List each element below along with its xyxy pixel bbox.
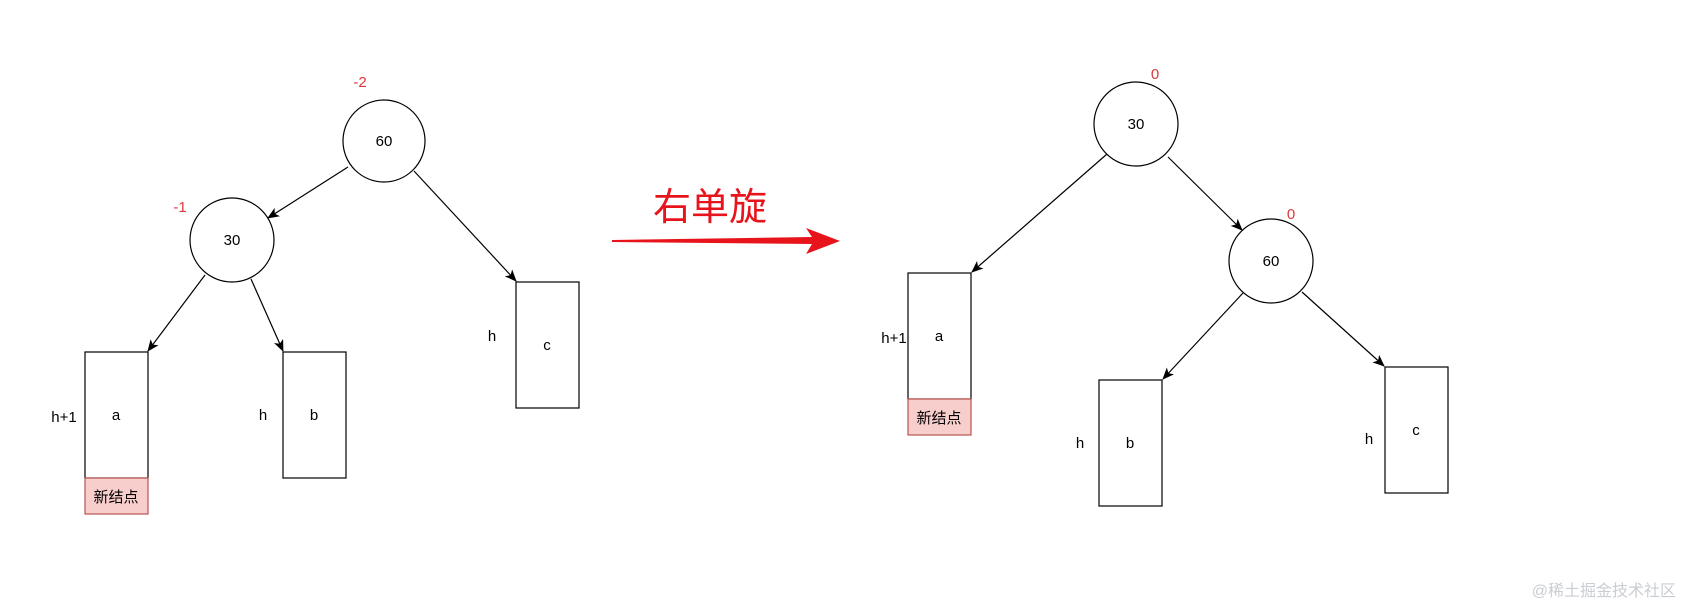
node-30-balance-factor: -1 [173, 199, 186, 216]
subtree-c-label: c [543, 337, 551, 354]
edge-60-to-c-after [1301, 291, 1385, 367]
subtree-b-after-label: b [1126, 435, 1134, 452]
edge-30-to-b [250, 278, 284, 352]
rotation-indicator: 右单旋 [612, 185, 840, 254]
subtree-a-height: h+1 [51, 409, 76, 426]
subtree-a-after-label: a [935, 328, 944, 345]
subtree-b-after-height: h [1076, 435, 1084, 452]
subtree-c-after [1384, 366, 1449, 494]
rotation-title: 右单旋 [653, 185, 767, 229]
subtree-b-height: h [259, 407, 267, 424]
node-30-after-balance-factor: 0 [1151, 66, 1159, 83]
edge-30-to-a [147, 274, 206, 352]
edge-60-to-b-after [1162, 292, 1244, 380]
edge-60-to-30 [267, 166, 349, 219]
node-60-balance-factor: -2 [353, 74, 366, 91]
edge-60-to-c [413, 170, 517, 282]
node-60-label: 60 [376, 133, 393, 150]
subtree-c-after-label: c [1412, 422, 1420, 439]
subtree-b-after [1098, 379, 1163, 507]
watermark: @稀土掘金技术社区 [1532, 582, 1676, 600]
red-arrow [612, 228, 840, 254]
edge-30-to-60-after [1167, 156, 1243, 231]
node-30 [189, 197, 275, 283]
subtree-a-label: a [112, 407, 121, 424]
new-node [84, 477, 149, 515]
new-node-label: 新结点 [93, 489, 138, 506]
node-60-after [1228, 218, 1314, 304]
before-tree: 60 -2 30 -1 a h+1 新结点 b h c h [51, 74, 580, 515]
subtree-c [515, 281, 580, 409]
node-30-label: 30 [224, 232, 241, 249]
edge-30-to-a-after [971, 153, 1108, 273]
subtree-b-label: b [310, 407, 318, 424]
subtree-a-after-height: h+1 [881, 330, 906, 347]
subtree-b [282, 351, 347, 479]
node-30-after-label: 30 [1128, 116, 1145, 133]
node-60-after-label: 60 [1263, 253, 1280, 270]
after-tree: 30 0 60 0 a h+1 新结点 b h c h [881, 66, 1449, 507]
node-60 [342, 99, 426, 183]
node-30-after [1093, 81, 1179, 167]
subtree-c-height: h [488, 328, 496, 345]
node-60-after-balance-factor: 0 [1287, 206, 1295, 223]
subtree-c-after-height: h [1365, 431, 1373, 448]
new-node-after-label: 新结点 [916, 410, 961, 427]
new-node-after [907, 398, 972, 436]
